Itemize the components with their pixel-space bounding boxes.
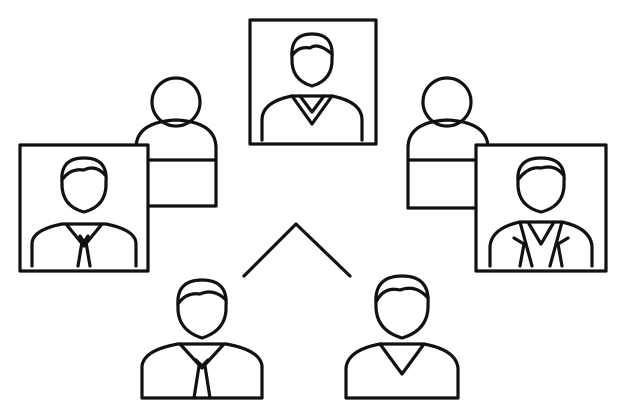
user-card-icon-top <box>248 18 378 146</box>
user-card-icon-left <box>18 143 150 273</box>
person-with-tie-icon <box>140 278 264 400</box>
person-with-vneck-icon <box>344 274 460 400</box>
user-card-icon-right <box>474 143 608 273</box>
chevron-up-icon <box>242 222 352 278</box>
